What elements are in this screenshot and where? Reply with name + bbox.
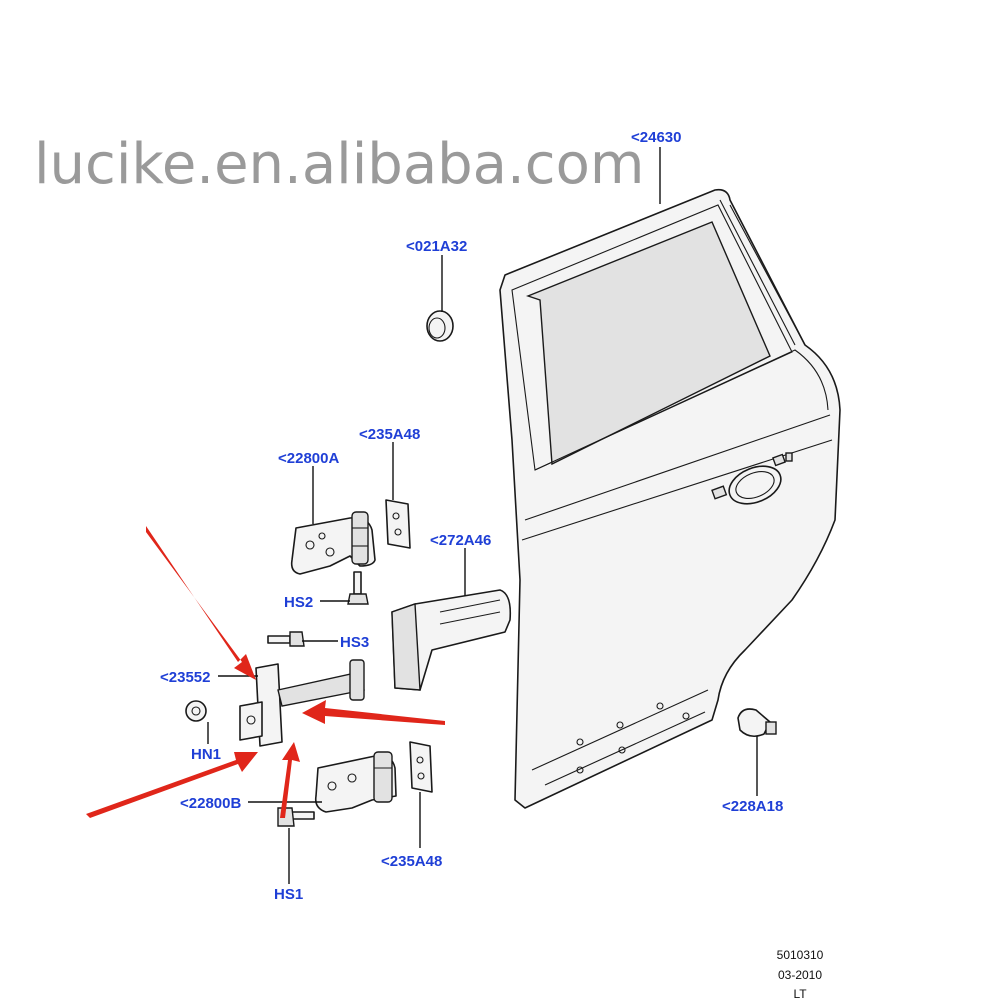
bolt-HS2 bbox=[347, 571, 369, 605]
callout-23552: <23552 bbox=[160, 669, 210, 686]
upper-shim-235A48 bbox=[385, 499, 411, 549]
callout-228A18: <228A18 bbox=[722, 798, 783, 815]
callout-22800A: <22800A bbox=[278, 450, 339, 467]
drawing-suffix: LT bbox=[793, 987, 807, 1000]
red-arrow-upper-left bbox=[146, 526, 256, 680]
bolt-HS3 bbox=[267, 631, 305, 647]
bump-stop-228A18 bbox=[737, 708, 777, 738]
callout-272A46: <272A46 bbox=[430, 532, 491, 549]
callout-HS1: HS1 bbox=[274, 886, 303, 903]
callout-021A32: <021A32 bbox=[406, 238, 467, 255]
leader-lines bbox=[207, 147, 758, 884]
red-arrow-right bbox=[302, 700, 445, 725]
drawing-number: 5010310 bbox=[777, 948, 824, 962]
callout-HS2: HS2 bbox=[284, 594, 313, 611]
callout-22800B: <22800B bbox=[180, 795, 241, 812]
red-arrow-lower-middle bbox=[280, 742, 300, 818]
callout-labels: <24630 <021A32 <235A48 <22800A <272A46 H… bbox=[160, 129, 783, 903]
plug-021A32 bbox=[426, 310, 454, 342]
callout-HS3: HS3 bbox=[340, 634, 369, 651]
callout-235A48-upper: <235A48 bbox=[359, 426, 420, 443]
callout-235A48-lower: <235A48 bbox=[381, 853, 442, 870]
rear-door-shell bbox=[499, 188, 841, 809]
check-arm-23552 bbox=[239, 659, 365, 747]
upper-hinge-22800A bbox=[290, 511, 376, 575]
red-arrows bbox=[86, 526, 445, 818]
bolt-HS1 bbox=[277, 807, 315, 827]
check-bracket-272A46 bbox=[391, 589, 512, 691]
red-arrow-lower-left bbox=[86, 752, 258, 818]
drawing-reference: 5010310 03-2010 LT bbox=[777, 948, 824, 1000]
drawing-date: 03-2010 bbox=[778, 968, 822, 982]
callout-24630: <24630 bbox=[631, 129, 681, 146]
watermark-text: lucike.en.alibaba.com bbox=[34, 132, 644, 197]
nut-HN1 bbox=[185, 700, 207, 722]
lower-hinge-22800B bbox=[314, 751, 397, 813]
callout-HN1: HN1 bbox=[191, 746, 221, 763]
lower-shim-235A48 bbox=[409, 741, 433, 793]
